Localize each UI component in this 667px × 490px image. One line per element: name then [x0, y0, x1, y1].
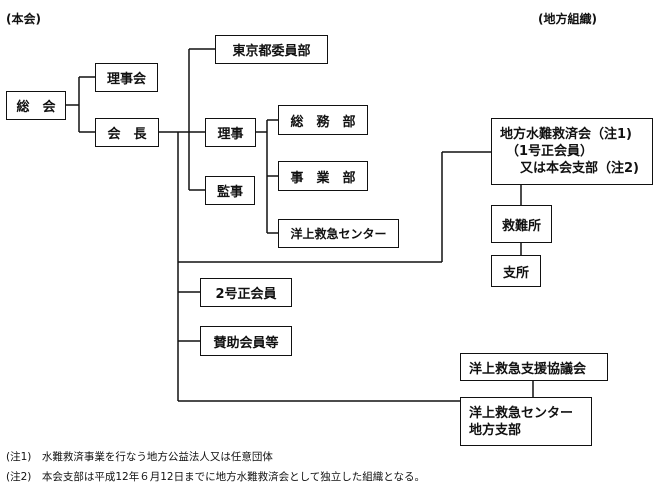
shibu-line-1: 洋上救急センター: [469, 405, 574, 421]
node-sanjo-kaiin: 賛助会員等: [200, 326, 292, 356]
node-tokyo: 東京都委員部: [215, 35, 328, 64]
node-kyogikai: 洋上救急支援協議会: [460, 353, 608, 381]
header-chiho: (地方組織): [538, 12, 597, 26]
node-jigyo: 事 業 部: [278, 161, 368, 191]
note-1: (注1) 水難救済事業を行なう地方公益法人又は任意団体: [6, 451, 273, 463]
chiho-line-1: 地方水難救済会（注1): [500, 127, 632, 142]
node-sokai: 総 会: [6, 91, 66, 120]
node-center-shibu: 洋上救急センター 地方支部: [460, 397, 592, 446]
node-rijikai: 理事会: [95, 63, 158, 92]
shibu-line-2: 地方支部: [469, 422, 522, 438]
node-center: 洋上救急センター: [278, 219, 399, 248]
node-somu: 総 務 部: [278, 105, 368, 135]
node-chiho-suinan: 地方水難救済会（注1) （1号正会員） 又は本会支部（注2): [491, 118, 653, 185]
node-riji: 理事: [205, 118, 256, 147]
node-shisho: 支所: [491, 255, 541, 287]
note-2: (注2) 本会支部は平成12年６月12日までに地方水難救済会として独立した組織と…: [6, 471, 425, 483]
node-nigo-seikaiin: 2号正会員: [200, 278, 292, 307]
header-honkai: (本会): [6, 12, 41, 26]
chiho-line-2: （1号正会員）: [506, 144, 594, 159]
node-kanji: 監事: [205, 176, 255, 205]
chiho-line-3: 又は本会支部（注2): [520, 161, 639, 176]
node-kaicho: 会 長: [95, 118, 159, 147]
node-kyunansho: 救難所: [491, 205, 552, 243]
